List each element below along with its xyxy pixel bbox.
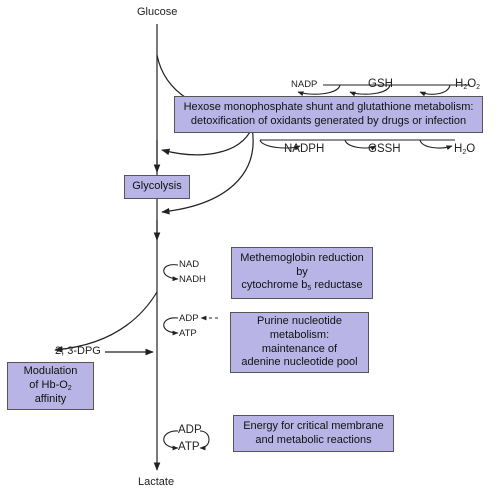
dpg-branch-curve (54, 291, 158, 353)
purine-box-line-2: metabolism: (269, 328, 330, 341)
purine-adp-atp-cycle-arrow (163, 317, 179, 336)
energy-box-line-1: Energy for critical membrane (243, 419, 384, 432)
dpg-label: 2, 3-DPG (55, 345, 101, 357)
water-cycle-arrow (419, 139, 453, 151)
dpg-box-line-1: Modulation (23, 364, 78, 377)
glycolysis-box: Glycolysis (124, 175, 190, 199)
energy-atp-label: ATP (178, 441, 200, 453)
purine-box-line-3: maintenance of (261, 342, 338, 355)
water-label: H2O (454, 143, 476, 156)
lactate-label: Lactate (138, 476, 175, 488)
purine-metabolism-box: Purine nucleotide metabolism: maintenanc… (230, 312, 369, 373)
purine-box-line-4: adenine nucleotide pool (241, 356, 358, 369)
methemoglobin-box-line-2: by (296, 265, 308, 278)
hb-affinity-modulation-box: Modulation of Hb-O2 affinity (7, 362, 94, 410)
purine-atp-label: ATP (179, 328, 197, 339)
energy-box-line-2: and metabolic reactions (255, 433, 372, 446)
hmp-box-line-2: detoxification of oxidants generated by … (190, 114, 467, 127)
hmp-box-line-1: Hexose monophosphate shunt and glutathio… (183, 100, 474, 113)
dpg-box-line-3: affinity (34, 393, 67, 406)
energy-return-arrow (199, 430, 210, 451)
hmp-return-curve-1 (161, 127, 253, 156)
nad-nadh-cycle-arrow (163, 264, 179, 282)
purine-box-line-1: Purine nucleotide (256, 315, 342, 327)
hmp-return-curve-2 (161, 127, 254, 215)
nadp-reduction-arrow (297, 84, 341, 97)
nad-label: NAD (179, 259, 200, 270)
methemoglobin-box-line-3: cytochrome b5 reductase (241, 279, 363, 293)
nadh-label: NADH (179, 274, 206, 285)
energy-box: Energy for critical membrane and metabol… (233, 415, 394, 452)
gssh-label: GSSH (368, 143, 401, 155)
peroxide-cycle-arrow (419, 84, 451, 97)
dpg-box-line-2: of Hb-O2 (29, 378, 72, 392)
nadp-label: NADP (291, 79, 318, 90)
gsh-cycle-arrow (349, 84, 391, 97)
hmp-shunt-box: Hexose monophosphate shunt and glutathio… (174, 96, 483, 133)
purine-adp-label: ADP (179, 313, 199, 324)
nadph-oxidation-arrow (259, 139, 301, 151)
methemoglobin-reduction-box: Methemoglobin reduction by cytochrome b5… (231, 247, 373, 299)
gsh-label: GSH (368, 78, 393, 90)
energy-adp-atp-cycle-arrow (163, 430, 179, 451)
glucose-label: Glucose (137, 6, 178, 18)
gssh-cycle-arrow (344, 139, 377, 151)
energy-adp-label: ADP (178, 424, 202, 436)
hydrogen-peroxide-label: H2O2 (455, 78, 481, 91)
nadph-label: NADPH (284, 143, 325, 155)
methemoglobin-box-line-1: Methemoglobin reduction (240, 251, 364, 264)
